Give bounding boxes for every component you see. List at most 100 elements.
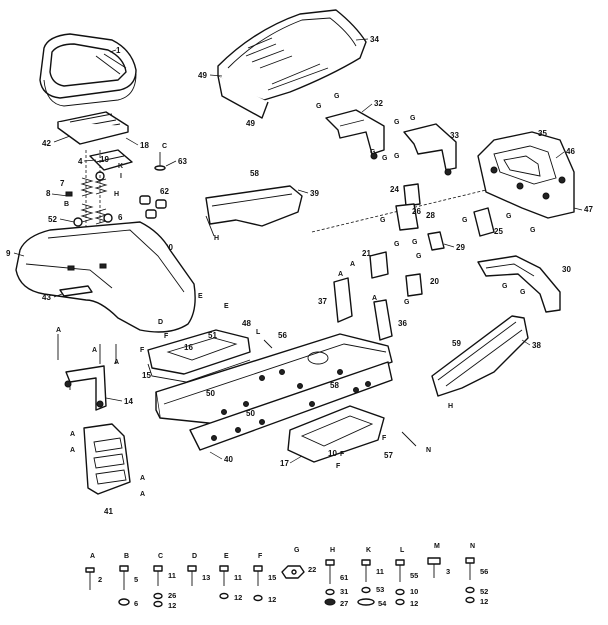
callout-49-b: 49 bbox=[246, 119, 255, 128]
callout-25: 25 bbox=[494, 227, 503, 236]
hw-c-part-3: 12 bbox=[168, 601, 176, 610]
hw-letter-l: L bbox=[400, 547, 405, 554]
letter-g-32a: G bbox=[316, 103, 322, 110]
hw-c-part-2: 26 bbox=[168, 591, 176, 600]
callout-48: 48 bbox=[242, 319, 251, 328]
letter-c-63: C bbox=[162, 143, 167, 150]
hw-letter-k: K bbox=[366, 547, 371, 554]
letter-b: B bbox=[64, 201, 69, 208]
letter-g-32c: G bbox=[370, 149, 376, 156]
main-frame bbox=[155, 333, 393, 451]
seat bbox=[39, 33, 137, 107]
callout-7: 7 bbox=[60, 179, 65, 188]
callout-30: 30 bbox=[562, 265, 571, 274]
fender bbox=[15, 221, 196, 333]
callout-33: 33 bbox=[450, 131, 459, 140]
foot-step bbox=[287, 405, 385, 463]
hw-n-part-2: 52 bbox=[480, 587, 488, 596]
hw-b-part-1: 5 bbox=[134, 575, 138, 584]
callout-58: 58 bbox=[250, 169, 259, 178]
hw-f-part-2: 12 bbox=[268, 595, 276, 604]
hw-k-part-3: 54 bbox=[378, 599, 387, 608]
letter-e-con: E bbox=[224, 303, 229, 310]
letter-g-33c: G bbox=[410, 115, 416, 122]
step-plate bbox=[83, 423, 131, 495]
letter-f-con2: F bbox=[164, 333, 169, 340]
hw-m-part-1: 3 bbox=[446, 567, 450, 576]
callout-42: 42 bbox=[42, 139, 51, 148]
hw-letter-f: F bbox=[258, 553, 263, 560]
letter-g-20: G bbox=[404, 299, 410, 306]
letter-k: K bbox=[118, 163, 123, 170]
callout-6: 6 bbox=[118, 213, 123, 222]
hw-d-part-1: 13 bbox=[202, 573, 210, 582]
hw-letter-a: A bbox=[90, 553, 95, 560]
letter-f-con1: F bbox=[140, 347, 145, 354]
hw-a-part-1: 2 bbox=[98, 575, 102, 584]
callout-28: 28 bbox=[426, 211, 435, 220]
letter-a-2: A bbox=[92, 347, 97, 354]
letter-a-41a: A bbox=[70, 431, 75, 438]
callout-1: 1 bbox=[116, 46, 121, 55]
letter-n: N bbox=[426, 447, 431, 454]
hood-bracket-33 bbox=[403, 123, 457, 176]
letter-g-25: G bbox=[462, 217, 468, 224]
callout-49-a: 49 bbox=[198, 71, 207, 80]
hw-h-part-2: 31 bbox=[340, 587, 348, 596]
hw-f-part-1: 15 bbox=[268, 573, 276, 582]
callout-29: 29 bbox=[456, 243, 465, 252]
seat-bracket bbox=[89, 149, 133, 181]
callout-19: 19 bbox=[100, 155, 109, 164]
callout-50-a: 50 bbox=[206, 389, 215, 398]
callout-21: 21 bbox=[362, 249, 371, 258]
letter-g-33a: G bbox=[394, 119, 400, 126]
letter-h-58: H bbox=[214, 235, 219, 242]
callout-52-a: 52 bbox=[48, 215, 57, 224]
callout-26: 26 bbox=[412, 207, 421, 216]
hw-letter-b: B bbox=[124, 553, 129, 560]
callout-57: 57 bbox=[384, 451, 393, 460]
letter-g-33b: G bbox=[394, 153, 400, 160]
hw-h-part-1: 61 bbox=[340, 573, 348, 582]
callout-38: 38 bbox=[532, 341, 541, 350]
letter-g-30b: G bbox=[520, 289, 526, 296]
letter-d-fender: D bbox=[158, 319, 163, 326]
letter-h-seat: H bbox=[114, 191, 119, 198]
letter-g-35a: G bbox=[506, 213, 512, 220]
hw-letter-n: N bbox=[470, 543, 475, 550]
callout-10: 10 bbox=[328, 449, 337, 458]
letter-a-41d: A bbox=[140, 491, 145, 498]
hw-n-part-1: 56 bbox=[480, 567, 488, 576]
callout-46: 46 bbox=[566, 147, 575, 156]
letter-g-28: G bbox=[394, 241, 400, 248]
hw-l-part-3: 12 bbox=[410, 599, 418, 608]
letter-g-30a: G bbox=[502, 283, 508, 290]
hw-l-part-1: 55 bbox=[410, 571, 418, 580]
hw-c-part-1: 11 bbox=[168, 571, 176, 580]
callout-9: 9 bbox=[6, 249, 11, 258]
callout-16: 16 bbox=[184, 343, 193, 352]
callout-51: 51 bbox=[208, 331, 217, 340]
letter-l: L bbox=[256, 329, 261, 336]
hw-k-part-1: 11 bbox=[376, 567, 384, 576]
callout-40: 40 bbox=[224, 455, 233, 464]
letter-i: I bbox=[120, 173, 122, 180]
letter-a-3: A bbox=[114, 359, 119, 366]
grille bbox=[477, 131, 575, 219]
callout-59: 59 bbox=[452, 339, 461, 348]
letter-a-36: A bbox=[372, 295, 377, 302]
dash-console bbox=[147, 329, 251, 383]
hw-letter-g: G bbox=[294, 547, 300, 554]
hw-letter-c: C bbox=[158, 553, 163, 560]
letter-g-32b: G bbox=[334, 93, 340, 100]
letter-a-1: A bbox=[56, 327, 61, 334]
hardware-key: A 2 B 5 6 C 11 26 12 D 13 E 11 12 F 15 1… bbox=[85, 543, 488, 610]
hw-letter-m: M bbox=[434, 543, 440, 550]
callout-56: 56 bbox=[278, 331, 287, 340]
letter-g-26: G bbox=[380, 217, 386, 224]
callout-39: 39 bbox=[310, 189, 319, 198]
callout-36: 36 bbox=[398, 319, 407, 328]
hw-e-part-2: 12 bbox=[234, 593, 242, 602]
hw-e-part-1: 11 bbox=[234, 573, 242, 582]
